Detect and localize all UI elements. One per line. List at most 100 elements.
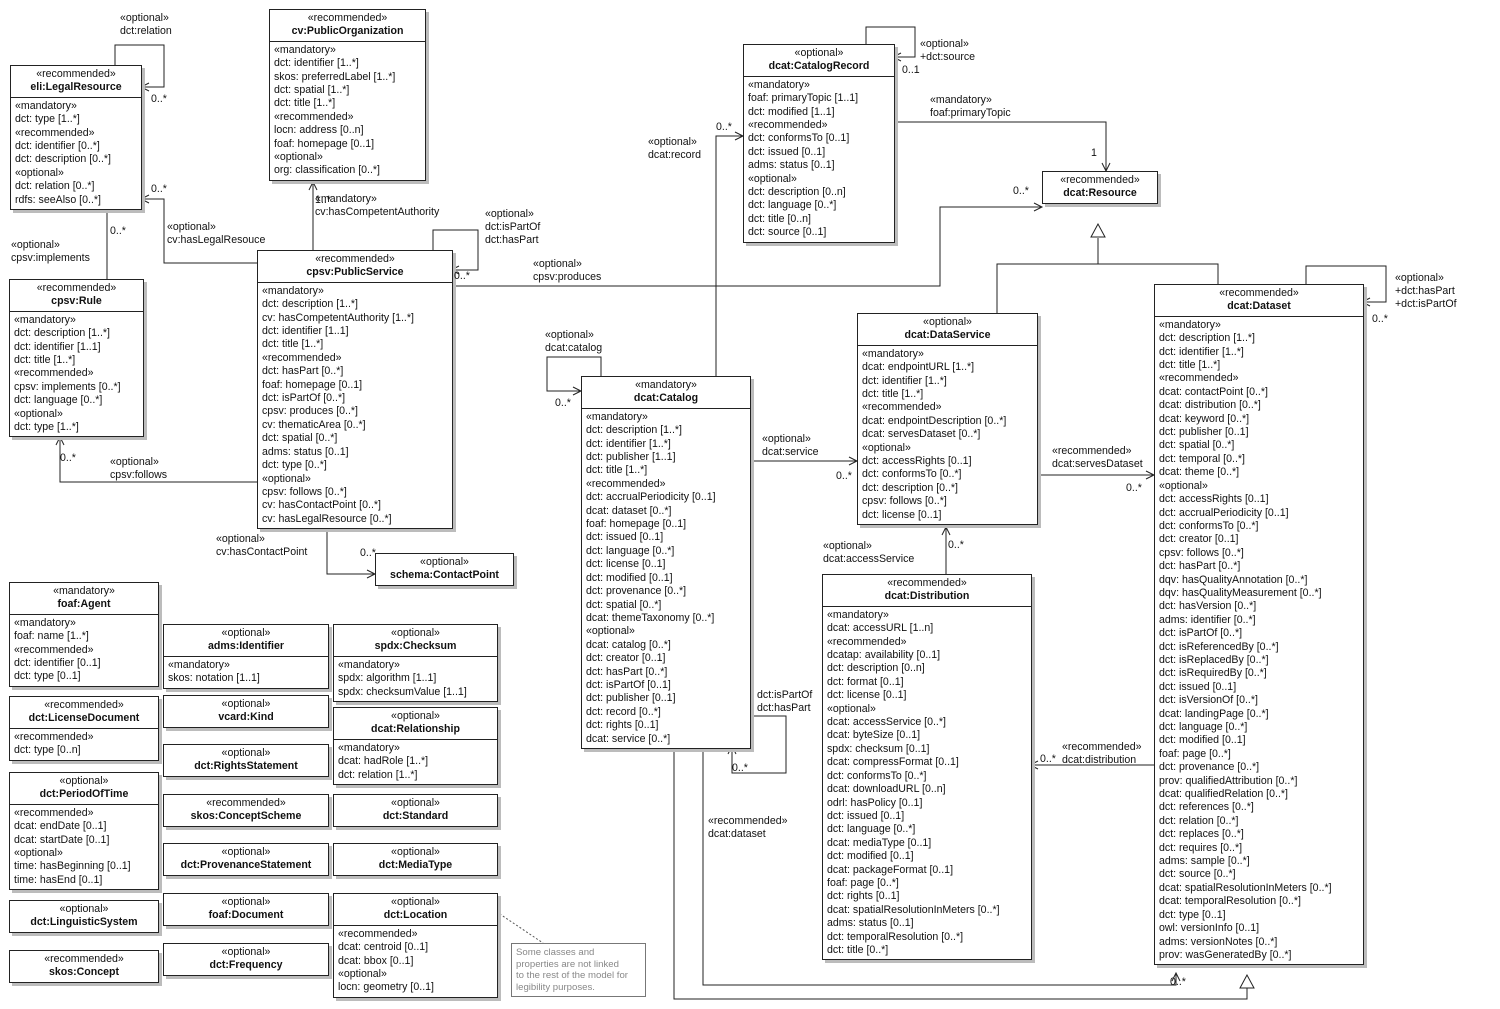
dataset-assoc-line	[702, 747, 1177, 986]
association-label-text: cv:hasCompetentAuthority	[315, 206, 440, 218]
association-label-has-legal-resource: «optional»cv:hasLegalResouce	[167, 221, 265, 247]
attribute: dct: title [1..*]	[274, 97, 336, 110]
attribute: dct: relation [0..*]	[1159, 814, 1239, 827]
attribute: adms: status [0..1]	[748, 159, 835, 172]
class-public-service[interactable]: «recommended»cpsv:PublicService«mandator…	[257, 250, 453, 530]
association-label-text: 0..*	[1040, 753, 1056, 765]
class-name: vcard:Kind	[218, 711, 274, 724]
association-label-text: «optional»	[823, 540, 872, 552]
association-label-text: 0..*	[1170, 976, 1186, 988]
attribute: foaf: page [0..*]	[1159, 747, 1231, 760]
class-document[interactable]: «optional»foaf:Document	[163, 893, 329, 926]
attribute: dcat: temporalResolution [0..*]	[1159, 895, 1301, 908]
class-media-type[interactable]: «optional»dct:MediaType	[333, 843, 498, 876]
attribute: dcat: keyword [0..*]	[1159, 412, 1250, 425]
catalog-self-line	[546, 356, 602, 392]
class-attributes: «mandatory»dct: description [1..*]dct: i…	[582, 409, 750, 748]
association-label-source: «optional»+dct:source	[920, 38, 975, 64]
class-dataset[interactable]: «recommended»dcat:Dataset«mandatory»dct:…	[1154, 284, 1364, 966]
attribute: cpsv: follows [0..*]	[1159, 546, 1244, 559]
attribute-group-stereotype: «recommended»	[274, 110, 354, 123]
attribute: dct: issued [0..1]	[586, 531, 664, 544]
association-label-record-mult: 0..*	[716, 121, 732, 134]
attribute: dcat: servesDataset [0..*]	[862, 428, 981, 441]
association-label-text: dct:relation	[120, 25, 172, 37]
class-location[interactable]: «optional»dct:Location«recommended»dcat:…	[333, 893, 498, 998]
class-license-document[interactable]: «recommended»dct:LicenseDocument«recomme…	[9, 696, 159, 761]
association-label-catalog-self-mult: 0..*	[555, 397, 571, 410]
class-kind[interactable]: «optional»vcard:Kind	[163, 695, 329, 728]
class-header: «recommended»skos:Concept	[10, 951, 158, 982]
attribute: dct: isReferencedBy [0..*]	[1159, 640, 1279, 653]
class-contact-point[interactable]: «optional»schema:ContactPoint	[375, 553, 514, 586]
attribute: dct: license [0..1]	[827, 689, 907, 702]
attribute: dcat: spatialResolutionInMeters [0..*]	[827, 903, 1000, 916]
note-text: Some classes and	[516, 947, 595, 958]
attribute: adms: identifier [0..*]	[1159, 613, 1256, 626]
association-label-text: dcat:accessService	[823, 553, 915, 565]
association-label-text: «recommended»	[708, 815, 788, 827]
attribute: dct: identifier [1..*]	[586, 437, 671, 450]
class-header: «optional»dct:Location	[334, 894, 497, 926]
association-label-text: 0..*	[110, 225, 126, 237]
class-rights-statement[interactable]: «optional»dct:RightsStatement	[163, 744, 329, 777]
class-linguistic-system[interactable]: «optional»dct:LinguisticSystem	[9, 900, 159, 933]
attribute: dcat: service [0..*]	[586, 732, 671, 745]
class-stereotype: «optional»	[391, 846, 440, 858]
class-checksum[interactable]: «optional»spdx:Checksum«mandatory»spdx: …	[333, 624, 498, 703]
association-label-text: dct:isPartOf	[757, 689, 813, 701]
class-period-of-time[interactable]: «optional»dct:PeriodOfTime«recommended»d…	[9, 772, 159, 891]
attribute: dct: spatial [0..*]	[262, 432, 338, 445]
attribute: foaf: homepage [0..1]	[262, 378, 363, 391]
class-relationship[interactable]: «optional»dcat:Relationship«mandatory»dc…	[333, 707, 498, 786]
attribute: dct: conformsTo [0..*]	[862, 468, 962, 481]
class-name: skos:ConceptScheme	[190, 810, 302, 823]
class-concept[interactable]: «recommended»skos:Concept	[9, 950, 159, 983]
class-attributes: «mandatory»foaf: primaryTopic [1..1]dct:…	[744, 77, 894, 242]
class-identifier[interactable]: «optional»adms:Identifier«mandatory»skos…	[163, 624, 329, 689]
class-standard[interactable]: «optional»dct:Standard	[333, 794, 498, 827]
class-attributes: «mandatory»dct: description [1..*]dct: i…	[1155, 317, 1363, 965]
class-name: dct:MediaType	[378, 859, 453, 872]
class-name: cpsv:PublicService	[306, 266, 404, 279]
class-legal-resource[interactable]: «recommended»eli:LegalResource«mandatory…	[10, 65, 142, 211]
attribute: spdx: checksum [0..1]	[827, 742, 930, 755]
class-provenance-statement[interactable]: «optional»dct:ProvenanceStatement	[163, 843, 329, 876]
class-resource[interactable]: «recommended»dcat:Resource	[1042, 171, 1158, 204]
attribute-group-stereotype: «optional»	[338, 968, 387, 981]
association-label-text: 0..*	[360, 547, 376, 559]
class-name: dct:Standard	[382, 810, 449, 823]
association-label-text: +dct:source	[920, 51, 976, 63]
attribute: dct: requires [0..*]	[1159, 841, 1243, 854]
association-label-text: 0..*	[555, 397, 571, 409]
class-frequency[interactable]: «optional»dct:Frequency	[163, 943, 329, 976]
class-catalog[interactable]: «mandatory»dcat:Catalog«mandatory»dct: d…	[581, 376, 751, 749]
association-label-text: 0..1	[902, 64, 920, 76]
association-label-text: dcat:record	[648, 149, 701, 161]
class-public-organization[interactable]: «recommended»cv:PublicOrganization«manda…	[269, 9, 426, 181]
association-label-text: 0..*	[1013, 185, 1029, 197]
class-stereotype: «optional»	[391, 896, 440, 908]
class-agent[interactable]: «mandatory»foaf:Agent«mandatory»foaf: na…	[9, 582, 159, 687]
attribute: prov: wasGeneratedBy [0..*]	[1159, 948, 1292, 961]
attribute: dct: description [0..n]	[748, 186, 846, 199]
class-attributes: «mandatory»skos: notation [1..1]	[164, 657, 328, 688]
attribute: dct: description [0..n]	[827, 662, 925, 675]
class-data-service[interactable]: «optional»dcat:DataService«mandatory»dca…	[857, 313, 1038, 526]
attribute-group-stereotype: «mandatory»	[827, 608, 889, 621]
attribute: dct: language [0..*]	[748, 199, 837, 212]
attribute: dct: provenance [0..*]	[1159, 761, 1260, 774]
class-attributes: «mandatory»dct: type [1..*]«recommended»…	[11, 98, 141, 209]
class-rule[interactable]: «recommended»cpsv:Rule«mandatory»dct: de…	[9, 279, 144, 438]
class-concept-scheme[interactable]: «recommended»skos:ConceptScheme	[163, 794, 329, 827]
association-label-text: «optional»	[11, 239, 60, 251]
attribute-group-stereotype: «optional»	[15, 166, 64, 179]
class-distribution[interactable]: «recommended»dcat:Distribution«mandatory…	[822, 574, 1032, 961]
class-header: «recommended»dcat:Resource	[1043, 172, 1157, 203]
attribute: dcat: qualifiedRelation [0..*]	[1159, 788, 1288, 801]
class-catalog-record[interactable]: «optional»dcat:CatalogRecord«mandatory»f…	[743, 44, 895, 243]
association-label-follows: «optional»cpsv:follows	[110, 456, 167, 482]
class-name: adms:Identifier	[208, 640, 284, 653]
